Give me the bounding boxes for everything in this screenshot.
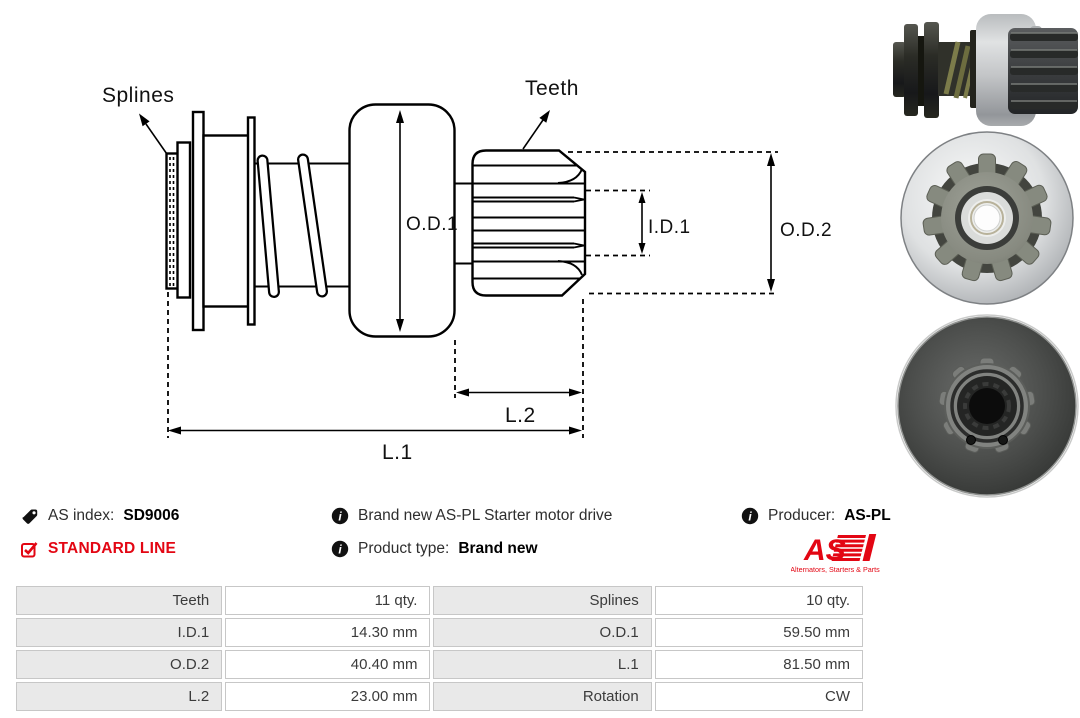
product-photo-side[interactable] xyxy=(890,2,1080,128)
product-photo-back[interactable] xyxy=(894,313,1080,499)
drawn-pinion-gear xyxy=(471,149,587,297)
as-index-label: AS index: xyxy=(48,507,115,524)
as-pl-logo: AS Alternators, Starters & Parts xyxy=(791,534,880,574)
table-row: O.D.2 40.40 mm L.1 81.50 mm xyxy=(16,650,863,679)
spec-value: 11 qty. xyxy=(225,586,431,615)
drawing-label-teeth: Teeth xyxy=(525,77,579,100)
description-row: i Brand new AS-PL Starter motor drive xyxy=(331,506,612,526)
producer-row: i Producer: AS-PL xyxy=(741,506,891,526)
producer-value: AS-PL xyxy=(844,507,891,524)
drawn-flange-stack xyxy=(191,110,256,332)
spec-label: I.D.1 xyxy=(16,618,223,647)
product-photo-front[interactable] xyxy=(898,128,1078,310)
spec-label: L.1 xyxy=(433,650,652,679)
spec-label: O.D.2 xyxy=(16,650,223,679)
description-text: Brand new AS-PL Starter motor drive xyxy=(358,507,613,524)
spec-value: 23.00 mm xyxy=(225,682,431,711)
drawing-label-od2: O.D.2 xyxy=(780,220,832,241)
splines-leader-arrowhead xyxy=(139,113,150,127)
technical-drawing: Splines Teeth xyxy=(102,77,832,464)
drawn-clutch-housing xyxy=(348,103,456,338)
table-row: Teeth 11 qty. Splines 10 qty. xyxy=(16,586,863,615)
teeth-leader-arrowhead xyxy=(539,110,550,123)
spec-label: Rotation xyxy=(433,682,652,711)
spec-label: Teeth xyxy=(16,586,223,615)
info-icon: i xyxy=(741,507,759,525)
product-type-label: Product type: xyxy=(358,540,450,557)
standard-line-text: STANDARD LINE xyxy=(48,540,177,557)
spec-label: Splines xyxy=(433,586,652,615)
spec-value: 59.50 mm xyxy=(654,618,863,647)
product-type-row: i Product type: Brand new xyxy=(331,539,538,559)
teeth-leader-line xyxy=(522,119,544,150)
drawn-spline-shaft xyxy=(165,141,192,299)
table-row: L.2 23.00 mm Rotation CW xyxy=(16,682,863,711)
table-row: I.D.1 14.30 mm O.D.1 59.50 mm xyxy=(16,618,863,647)
drawing-label-od1: O.D.1 xyxy=(406,214,458,235)
spec-value: 81.50 mm xyxy=(654,650,863,679)
dimension-od2: O.D.2 xyxy=(568,151,832,295)
dimension-l2: L.2 xyxy=(454,299,584,438)
checkbox-checked-icon xyxy=(21,541,38,557)
info-icon: i xyxy=(331,540,349,558)
svg-text:i: i xyxy=(338,509,342,523)
spec-value: 40.40 mm xyxy=(225,650,431,679)
logo-text: AS xyxy=(803,534,846,567)
drawn-spring xyxy=(254,153,350,298)
svg-text:i: i xyxy=(748,509,752,523)
producer-label: Producer: xyxy=(768,507,836,524)
dimension-id1: I.D.1 xyxy=(586,189,691,257)
standard-line-row: STANDARD LINE xyxy=(20,539,176,559)
as-index-row: AS index: SD9006 xyxy=(20,506,179,526)
dimension-l1: L.1 xyxy=(167,292,582,464)
spec-label: O.D.1 xyxy=(433,618,652,647)
drawing-label-splines: Splines xyxy=(102,84,174,107)
svg-text:i: i xyxy=(338,542,342,556)
spec-value: CW xyxy=(654,682,863,711)
logo-tagline: Alternators, Starters & Parts xyxy=(791,565,880,574)
spec-label: L.2 xyxy=(16,682,223,711)
drawing-label-l2: L.2 xyxy=(505,404,536,427)
splines-leader-line xyxy=(145,123,170,158)
drawing-label-id1: I.D.1 xyxy=(648,217,691,238)
dimension-od1: O.D.1 xyxy=(396,110,458,332)
spec-value: 10 qty. xyxy=(654,586,863,615)
drawing-label-l1: L.1 xyxy=(382,441,413,464)
tag-icon xyxy=(22,509,38,524)
spec-table: Teeth 11 qty. Splines 10 qty. I.D.1 14.3… xyxy=(13,583,866,714)
product-type-value: Brand new xyxy=(458,540,538,557)
as-index-value: SD9006 xyxy=(123,507,180,524)
info-icon: i xyxy=(331,507,349,525)
spec-value: 14.30 mm xyxy=(225,618,431,647)
